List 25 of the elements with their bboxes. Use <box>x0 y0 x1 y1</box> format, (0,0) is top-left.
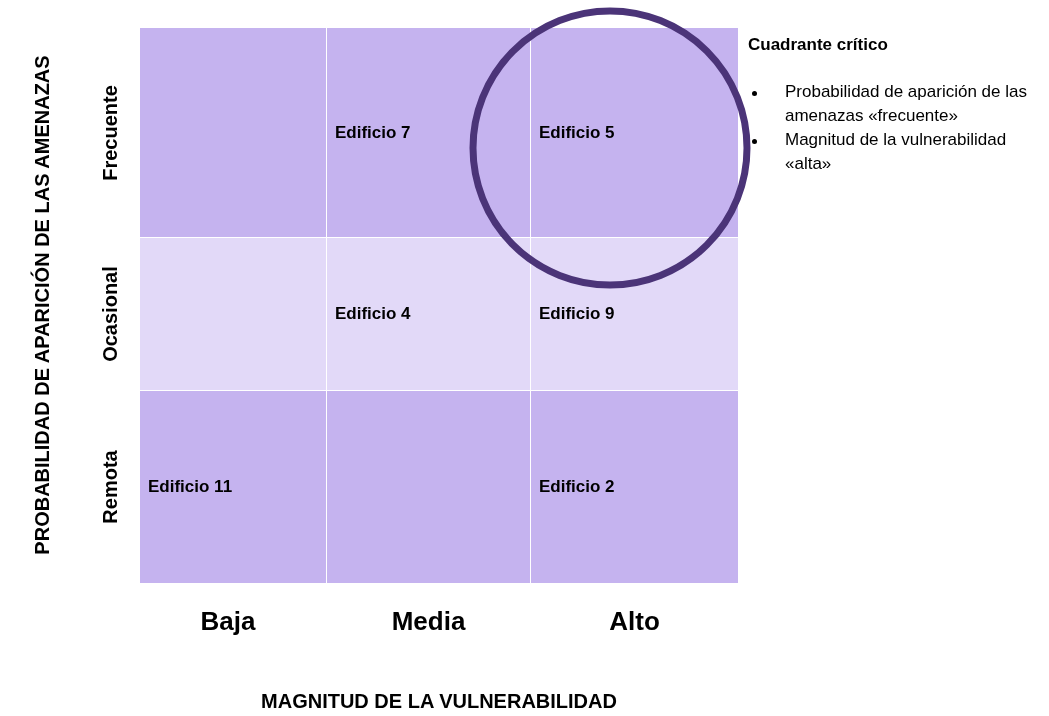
column-label: Baja <box>199 606 257 637</box>
matrix-cell <box>140 28 326 237</box>
axis-title: PROBABILIDAD DE APARICIÓN DE LAS AMENAZAS <box>30 54 54 557</box>
column-label: Media <box>390 606 467 637</box>
column-label: Alto <box>608 606 661 637</box>
matrix-cell <box>140 238 326 390</box>
building-label: Edificio 4 <box>335 304 411 324</box>
row-label: Remota <box>98 450 122 524</box>
building-label: Edificio 5 <box>539 122 615 143</box>
building-label: Edificio 11 <box>148 477 233 497</box>
building-label: Edificio 2 <box>539 477 615 497</box>
matrix-cell <box>327 391 530 583</box>
matrix-cell <box>140 391 326 583</box>
bullet-text: Magnitud de la vulnerabilidad «alta» <box>785 129 1008 175</box>
building-label: Edificio 9 <box>539 304 615 324</box>
building-label: Edificio 7 <box>335 122 411 143</box>
axis-title: MAGNITUD DE LA VULNERABILIDAD <box>260 690 618 713</box>
row-label: Frecuente <box>98 84 122 181</box>
matrix-cell <box>327 28 530 237</box>
bullet-text: Probabilidad de aparición de las amenazas «frecuente» <box>785 81 1028 127</box>
matrix-cell <box>531 238 738 390</box>
note-heading: Cuadrante crítico <box>748 35 888 55</box>
matrix-cell <box>531 391 738 583</box>
matrix-cell <box>327 238 530 390</box>
row-label: Ocasional <box>98 266 122 362</box>
